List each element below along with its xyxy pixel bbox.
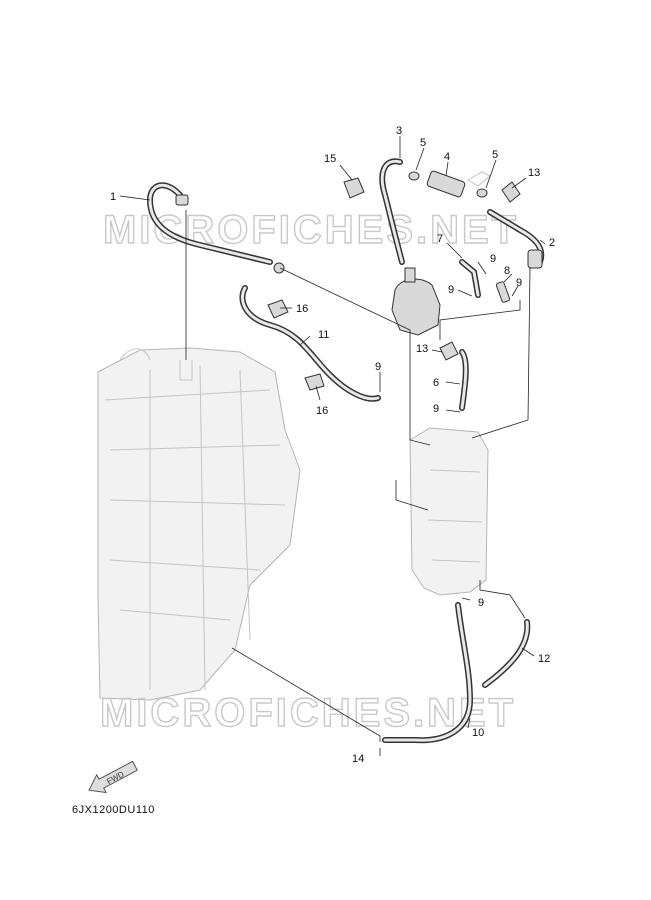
hose-7 xyxy=(459,259,481,298)
clip-16-top xyxy=(267,299,289,319)
callout-5-left: 5 xyxy=(420,137,426,149)
callout-4: 4 xyxy=(444,151,450,163)
hose-11 xyxy=(239,285,381,402)
callout-11: 11 xyxy=(318,329,329,341)
hose-6 xyxy=(459,349,469,411)
callout-labels: 1 2 3 4 5 5 6 7 8 9 9 9 9 9 9 10 11 12 1… xyxy=(110,125,555,765)
hose-10 xyxy=(382,602,474,744)
watermark-bottom: MICROFICHES.NET xyxy=(100,691,516,735)
callout-9-e: 9 xyxy=(433,403,439,415)
callout-9-b: 9 xyxy=(448,284,454,296)
callout-13-top: 13 xyxy=(528,167,540,179)
clamp-5-left xyxy=(408,171,420,181)
callout-14: 14 xyxy=(352,753,364,765)
callout-10: 10 xyxy=(472,727,484,739)
callout-5-right: 5 xyxy=(492,149,498,161)
clip-13-middle xyxy=(439,341,459,361)
callout-12: 12 xyxy=(538,653,550,665)
callout-9-f: 9 xyxy=(478,597,484,609)
watermark-top: MICROFICHES.NET xyxy=(103,208,519,252)
reference-lines xyxy=(119,136,546,756)
clip-13-top xyxy=(501,181,521,203)
callout-9-a: 9 xyxy=(490,253,496,265)
callout-8: 8 xyxy=(504,265,510,277)
callout-13-middle: 13 xyxy=(416,343,428,355)
callout-16-bottom: 16 xyxy=(316,405,328,417)
clip-16-bottom xyxy=(304,373,325,391)
callout-2: 2 xyxy=(549,237,555,249)
vapor-separator xyxy=(409,427,489,596)
callout-1: 1 xyxy=(110,191,116,203)
hose-3 xyxy=(379,158,405,265)
callout-6: 6 xyxy=(433,377,439,389)
fitting-8 xyxy=(495,281,511,303)
hose-12 xyxy=(482,619,531,688)
hose-2 xyxy=(487,209,545,269)
callout-9-c: 9 xyxy=(516,277,522,289)
clip-15 xyxy=(343,177,365,199)
fwd-arrow: FWD xyxy=(88,760,138,794)
engine-block xyxy=(97,347,301,701)
hose-1 xyxy=(146,182,285,274)
callout-3: 3 xyxy=(396,125,402,137)
clamp-5-right xyxy=(476,188,488,198)
callout-16-top: 16 xyxy=(296,303,308,315)
callout-9-d: 9 xyxy=(375,361,381,373)
fuel-pump xyxy=(391,267,441,336)
diagram-part-code: 6JX1200DU110 xyxy=(72,804,155,816)
callout-15: 15 xyxy=(324,153,336,165)
callout-7: 7 xyxy=(437,233,443,245)
